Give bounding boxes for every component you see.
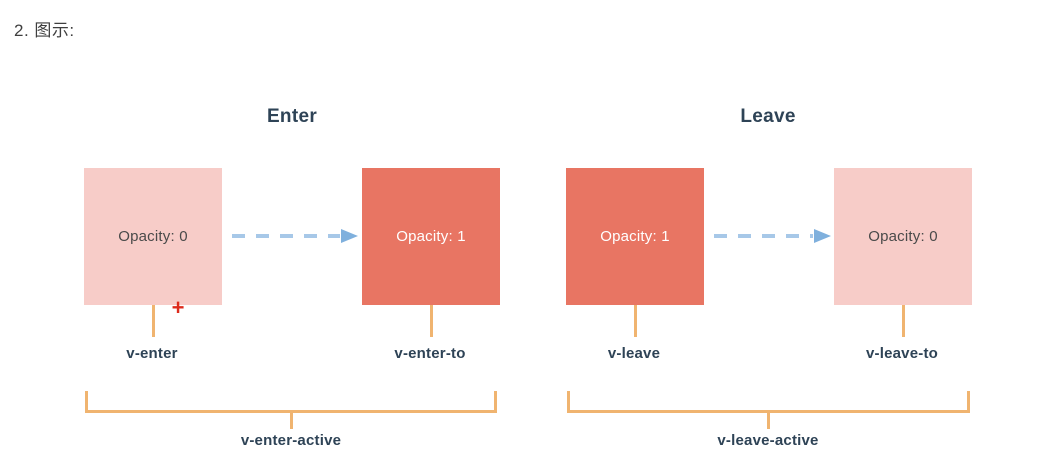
section-title-enter: Enter — [266, 106, 318, 127]
dashed-line — [232, 234, 340, 238]
bracket-v-leave-active — [567, 391, 970, 429]
arrow-head-icon — [341, 229, 358, 243]
enter-transition-arrow-icon — [232, 229, 358, 243]
connector-tick-v-leave — [634, 305, 637, 337]
page-heading: 2. 图示: — [14, 21, 75, 40]
connector-tick-v-enter-to — [430, 305, 433, 337]
state-box-v-enter-to: Opacity: 1 — [362, 168, 500, 305]
bracket-stem — [767, 413, 770, 429]
class-label-v-enter-to: v-enter-to — [394, 345, 466, 362]
section-title-leave: Leave — [740, 106, 796, 127]
dashed-line — [714, 234, 813, 238]
class-label-v-leave-to: v-leave-to — [865, 345, 939, 362]
bracket-v-enter-active — [85, 391, 497, 429]
arrow-head-icon — [814, 229, 831, 243]
connector-tick-v-leave-to — [902, 305, 905, 337]
state-box-v-leave: Opacity: 1 — [566, 168, 704, 305]
class-label-v-leave: v-leave — [607, 345, 661, 362]
bracket-label-v-enter-active: v-enter-active — [240, 432, 342, 449]
state-box-v-leave-to: Opacity: 0 — [834, 168, 972, 305]
bracket-label-v-leave-active: v-leave-active — [717, 432, 819, 449]
class-label-v-enter: v-enter — [126, 345, 178, 362]
connector-tick-v-enter — [152, 305, 155, 337]
bracket-stem — [289, 413, 293, 429]
leave-transition-arrow-icon — [714, 229, 831, 243]
plus-annotation-icon: + — [171, 295, 185, 320]
state-box-v-enter: Opacity: 0 — [84, 168, 222, 305]
